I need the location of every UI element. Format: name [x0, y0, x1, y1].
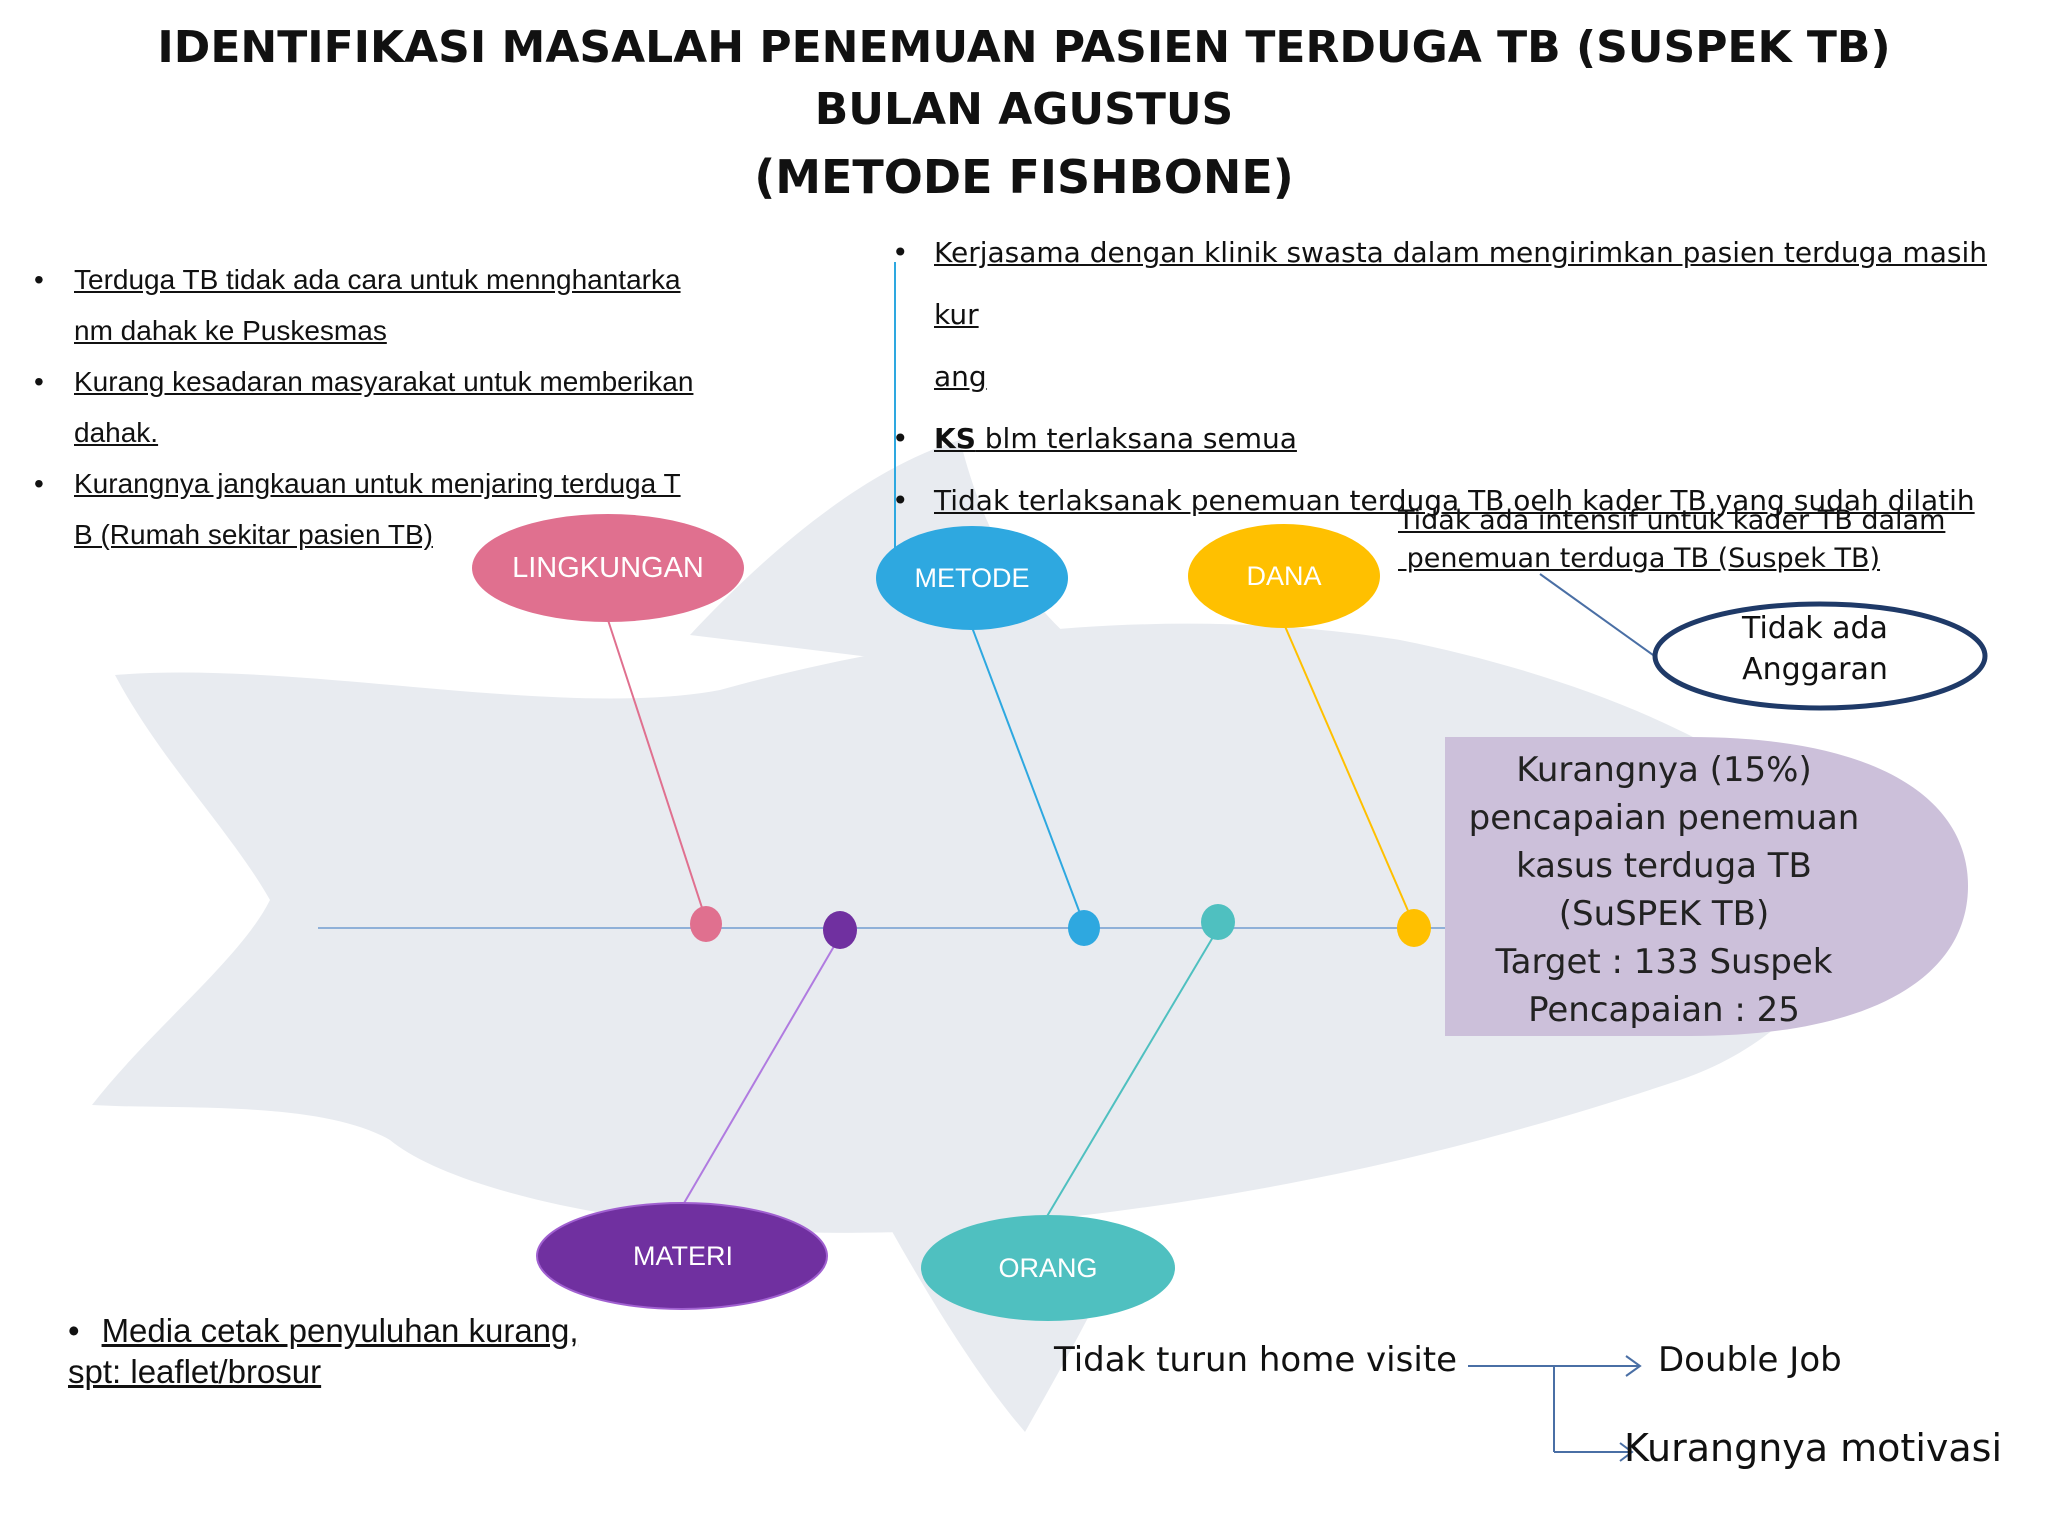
orang-cause: Tidak turun home visite	[1054, 1340, 1458, 1380]
bone-metode	[969, 621, 1085, 925]
page-title: IDENTIFIKASI MASALAH PENEMUAN PASIEN TER…	[157, 22, 1891, 73]
bone-dana	[1283, 623, 1413, 921]
lingkungan-causes: Terduga TB tidak ada cara untuk mennghan…	[34, 254, 734, 560]
bone-materi	[679, 935, 841, 1211]
orang-effect-motivation: Kurangnya motivasi	[1624, 1426, 2003, 1470]
orang-arrows	[1468, 1355, 1642, 1462]
bone-lingkungan	[607, 619, 707, 921]
metode-cause-3: Tidak terlaksanak penemuan terduga TB oe…	[892, 470, 2032, 532]
node-materi	[823, 911, 857, 949]
node-lingkungan	[690, 906, 722, 942]
dana-budget-connector	[1539, 573, 1661, 661]
fish-tail-notch	[370, 998, 470, 1130]
node-dana	[1397, 909, 1431, 947]
effect-box	[1445, 737, 1968, 1036]
node-metode	[1068, 910, 1100, 946]
metode-cause-2: KS blm terlaksana semua	[892, 408, 2032, 470]
category-dana-ellipse	[1188, 524, 1380, 628]
lingkungan-cause-1: Terduga TB tidak ada cara untuk mennghan…	[34, 254, 734, 356]
budget-label: Tidak ada Anggaran	[1742, 611, 1888, 687]
page-subtitle-month: BULAN AGUSTUS	[814, 84, 1234, 135]
node-orang	[1201, 904, 1235, 940]
category-orang-ellipse	[921, 1215, 1175, 1321]
dana-cause: Tidak ada intensif untuk kader TB dalam …	[1398, 505, 1946, 574]
lingkungan-cause-2: Kurang kesadaran masyarakat untuk member…	[34, 356, 734, 458]
category-materi-ellipse	[536, 1202, 828, 1310]
lingkungan-cause-3: Kurangnya jangkauan untuk menjaring terd…	[34, 458, 734, 560]
budget-ellipse	[1652, 601, 1988, 711]
orang-effect-double-job: Double Job	[1658, 1340, 1842, 1380]
metode-causes: Kerjasama dengan klinik swasta dalam men…	[892, 222, 2032, 532]
bone-orang	[1045, 931, 1217, 1219]
metode-cause-1: Kerjasama dengan klinik swasta dalam men…	[892, 222, 2032, 408]
problem-effect: Kurangnya (15%) pencapaian penemuan kasu…	[1468, 750, 1860, 1030]
category-metode-ellipse	[876, 526, 1068, 630]
page-subtitle-method: (METODE FISHBONE)	[754, 150, 1294, 204]
materi-cause: •Media cetak penyuluhan kurang, spt: lea…	[68, 1312, 579, 1390]
